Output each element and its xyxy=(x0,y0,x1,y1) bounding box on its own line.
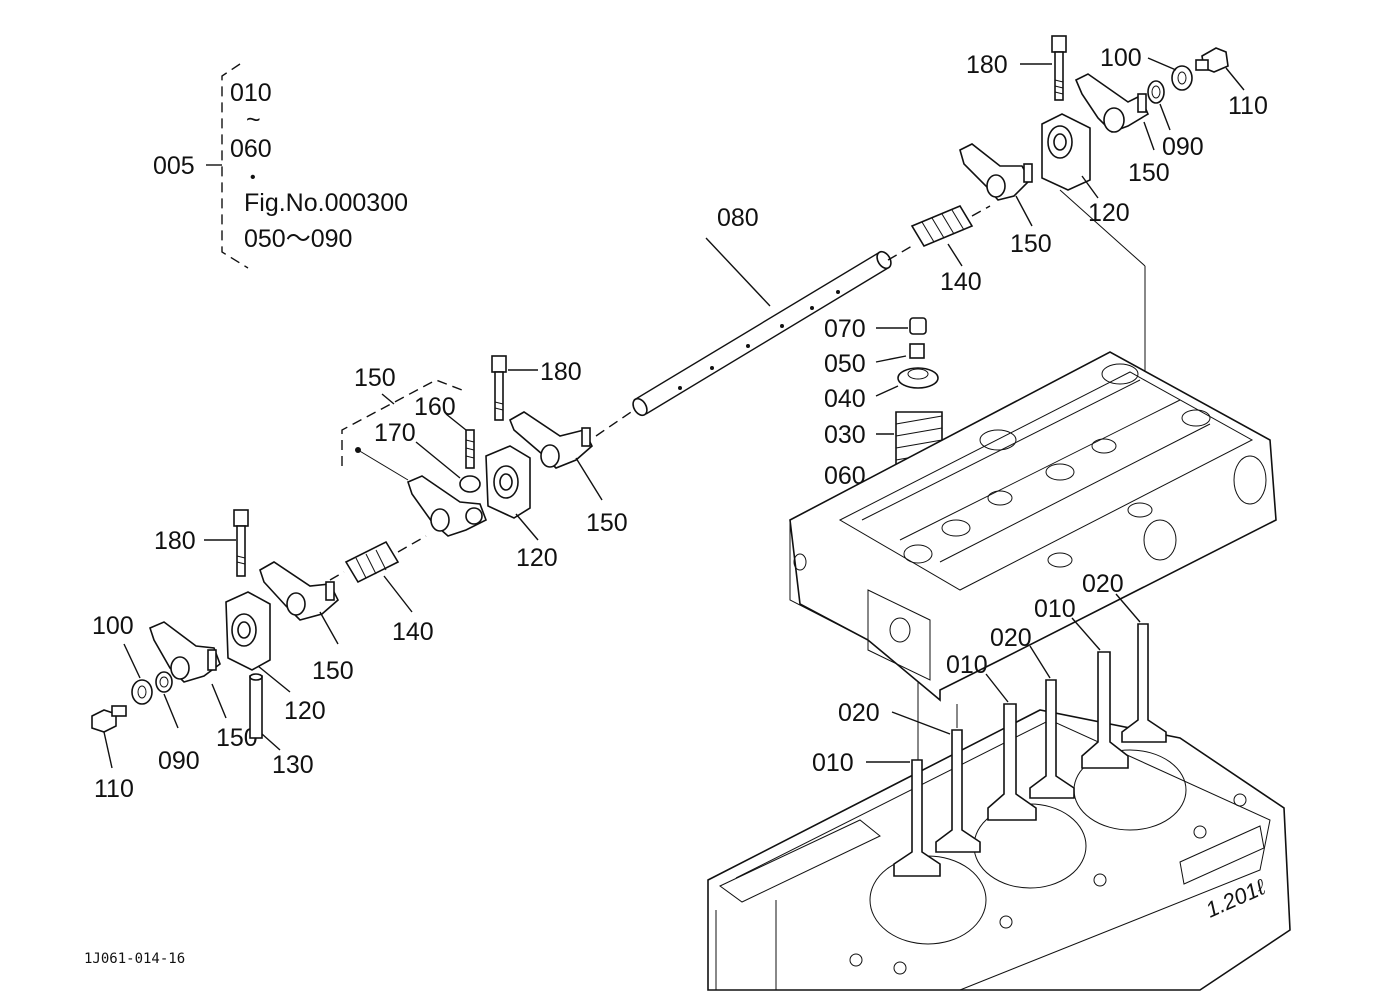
assy-150-bracket xyxy=(341,379,463,481)
label-020-b: 020 xyxy=(990,624,1032,652)
label-120-left: 120 xyxy=(284,697,326,725)
label-140-left: 140 xyxy=(392,618,434,646)
label-150-left-a: 150 xyxy=(312,657,354,685)
legend-group-number: 005 xyxy=(153,152,195,180)
legend-line2: 060 xyxy=(230,135,272,163)
valves xyxy=(866,593,1167,877)
middle-screw-nut xyxy=(415,413,481,493)
top-right-bracket xyxy=(1041,113,1146,470)
left-bracket xyxy=(225,591,291,693)
engine-block: 1.201ℓ xyxy=(707,709,1291,991)
label-010-b: 010 xyxy=(946,651,988,679)
label-070: 070 xyxy=(824,315,866,343)
label-150-top-a: 150 xyxy=(1128,159,1170,187)
rocker-shaft xyxy=(595,237,913,437)
label-110-left: 110 xyxy=(94,775,134,803)
label-130: 130 xyxy=(272,751,314,779)
middle-bracket xyxy=(485,445,539,541)
label-180-mid: 180 xyxy=(540,358,582,386)
label-150-assy: 150 xyxy=(354,364,396,392)
legend-tilde: ~ xyxy=(246,106,261,134)
left-pin xyxy=(249,673,281,751)
left-rocker-arm-left xyxy=(149,621,227,719)
label-150-top-b: 150 xyxy=(1010,230,1052,258)
label-030: 030 xyxy=(824,421,866,449)
left-bolt xyxy=(204,509,249,577)
label-040: 040 xyxy=(824,385,866,413)
drawing-number: 1J061-014-16 xyxy=(84,951,185,967)
top-right-spring xyxy=(910,204,991,267)
top-right-washers xyxy=(1147,47,1245,131)
label-100-left: 100 xyxy=(92,612,134,640)
left-rocker-arm-right xyxy=(259,561,339,645)
label-150-mid: 150 xyxy=(586,509,628,537)
legend-range: 050～090 xyxy=(244,225,352,253)
middle-bolt xyxy=(491,355,538,421)
label-180-top: 180 xyxy=(966,51,1008,79)
left-spring xyxy=(329,535,427,613)
label-090-top: 090 xyxy=(1162,133,1204,161)
label-120-mid: 120 xyxy=(516,544,558,572)
legend-bracket xyxy=(221,63,249,269)
cylinder-head xyxy=(789,351,1277,702)
label-140-top: 140 xyxy=(940,268,982,296)
middle-rocker-arm-left xyxy=(407,475,488,537)
label-010-a: 010 xyxy=(812,749,854,777)
left-washers xyxy=(91,643,179,769)
legend-block: 005 010 ~ 060 • Fig.No.000300 050～090 xyxy=(153,63,408,269)
middle-rocker-arm-right xyxy=(508,411,603,501)
label-170: 170 xyxy=(374,419,416,447)
label-160: 160 xyxy=(414,393,456,421)
legend-dot: • xyxy=(250,169,256,186)
top-right-bolt xyxy=(1020,35,1067,101)
label-180-left: 180 xyxy=(154,527,196,555)
label-010-c: 010 xyxy=(1034,595,1076,623)
label-050: 050 xyxy=(824,350,866,378)
top-right-rocker-arm-2 xyxy=(959,143,1033,227)
label-090-left: 090 xyxy=(158,747,200,775)
label-100-top: 100 xyxy=(1100,44,1142,72)
label-020-c: 020 xyxy=(1082,570,1124,598)
label-110-top: 110 xyxy=(1228,92,1268,120)
label-020-a: 020 xyxy=(838,699,880,727)
legend-line1: 010 xyxy=(230,79,272,107)
top-right-rocker-arm xyxy=(1074,73,1155,151)
legend-fig-ref: Fig.No.000300 xyxy=(244,189,408,217)
label-080: 080 xyxy=(717,204,759,232)
label-120-top: 120 xyxy=(1088,199,1130,227)
